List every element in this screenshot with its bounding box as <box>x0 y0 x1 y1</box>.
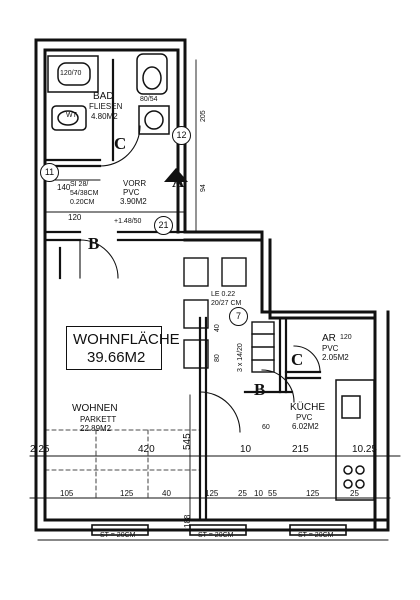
dim-bottom-5: 25 <box>238 489 247 498</box>
room-name-ar: AR <box>322 333 336 344</box>
dim-40: 40 <box>214 324 221 332</box>
badge-12: 12 <box>172 126 191 145</box>
dim-10: 10 <box>240 444 252 455</box>
tub-dimension: 120/70 <box>60 70 82 77</box>
dim-80: 80 <box>214 354 221 362</box>
wohnflaeche-title: WOHNFLÄCHE <box>73 331 180 348</box>
door-letter-kueche: B <box>254 380 266 399</box>
vent-label-le: LE 0.22 <box>211 291 236 298</box>
door-letter-wohnen: B <box>88 234 100 253</box>
door-letter-ar: C <box>291 350 304 369</box>
dim-bottom-2: 125 <box>120 489 134 498</box>
vent-label-bad: SI 28/ <box>70 181 89 188</box>
shaft <box>183 257 247 369</box>
dim-10-25: 10.25 <box>352 444 378 455</box>
badge-7: 7 <box>229 307 248 326</box>
room-name-bad: BAD <box>93 91 114 102</box>
wohnflaeche-box: WOHNFLÄCHE 39.66M2 <box>66 326 180 370</box>
dim-bottom-9: 25 <box>350 489 359 498</box>
interior-walls <box>43 58 322 522</box>
kitchen-counter <box>335 379 375 501</box>
room-name-vorr: VORR <box>123 179 147 188</box>
dimension-lines <box>29 59 401 541</box>
room-finish-kueche: PVC <box>296 413 313 422</box>
vent-area-vorr: 0.20CM <box>70 199 95 206</box>
dim-bottom-1: 105 <box>60 489 74 498</box>
stair-label: 3 x 14/20 <box>237 343 244 372</box>
dim-140: 140 <box>57 183 71 192</box>
dim-545: 545 <box>182 433 193 450</box>
dim-205: 205 <box>200 110 207 122</box>
toilet <box>136 53 168 95</box>
dim-215: 215 <box>292 444 309 455</box>
section-arrow-a <box>164 168 188 182</box>
wohnflaeche-area: 39.66M2 <box>87 349 146 366</box>
badge-21: 21 <box>154 216 173 235</box>
washing-machine <box>138 105 170 135</box>
vent-size-le: 20/27 CM <box>211 300 242 307</box>
door-letter-bad: C <box>114 134 127 153</box>
windows <box>91 524 347 536</box>
level-label: +1.48/50 <box>114 218 142 225</box>
window-label-1: ST = 20CM <box>100 532 136 539</box>
badge-11: 11 <box>40 163 59 182</box>
room-finish-ar: PVC <box>322 344 339 353</box>
dim-bottom-4: 125 <box>205 489 219 498</box>
room-area-kueche: 6.02M2 <box>292 422 319 431</box>
section-letter-a: A <box>172 172 185 191</box>
washbasin <box>51 105 87 131</box>
dim-bottom-3: 40 <box>162 489 171 498</box>
dim-2-25: 2.25 <box>30 444 50 455</box>
window-label-3: ST = 20CM <box>298 532 334 539</box>
steps <box>251 321 275 373</box>
room-area-bad: 4.80M2 <box>91 112 118 121</box>
room-name-wohnen: WOHNEN <box>72 403 118 414</box>
room-name-kueche: KÜCHE <box>290 402 326 413</box>
dim-bottom-8: 125 <box>306 489 320 498</box>
room-finish-vorr: PVC <box>123 188 140 197</box>
dim-bottom-7: 55 <box>268 489 277 498</box>
dim-420: 420 <box>138 444 155 455</box>
window-label-2: ST = 20CM <box>198 532 234 539</box>
dim-bottom-6: 10 <box>254 489 263 498</box>
room-finish-bad: FLIESEN <box>89 102 123 111</box>
dim-120: 120 <box>68 213 82 222</box>
washbasin-label: WT <box>66 112 77 119</box>
room-area-vorr: 3.90M2 <box>120 197 147 206</box>
dim-60: 60 <box>262 424 270 431</box>
room-area-wohnen: 22.89M2 <box>80 424 112 433</box>
sink-dimension: 80/54 <box>140 96 158 103</box>
outer-walls <box>34 38 390 532</box>
vent-size-vorr: 54/38CM <box>70 190 99 197</box>
dim-188: 188 <box>183 514 192 528</box>
wohnen-dashed-grid <box>44 429 201 501</box>
room-area-ar: 2.05M2 <box>322 353 349 362</box>
dim-120-ar: 120 <box>340 334 352 341</box>
bathtub <box>47 55 99 93</box>
door-swings <box>79 125 321 433</box>
dim-94: 94 <box>200 184 207 192</box>
room-finish-wohnen: PARKETT <box>80 415 117 424</box>
